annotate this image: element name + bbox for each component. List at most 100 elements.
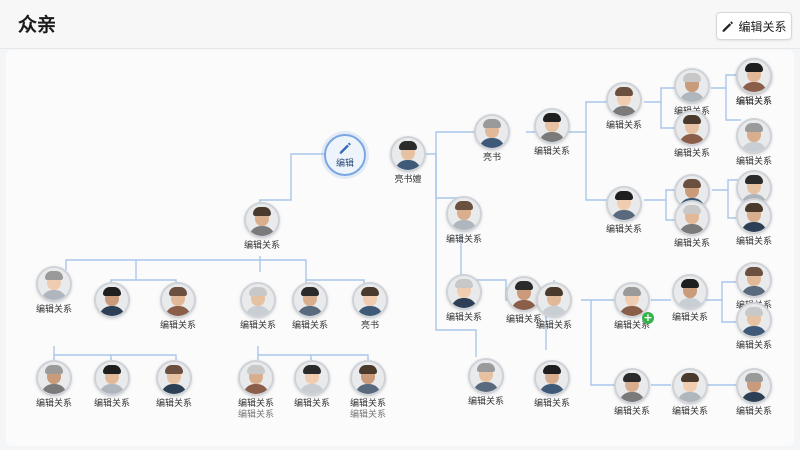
avatar-body: [395, 160, 421, 170]
person-node[interactable]: [294, 360, 330, 396]
person-name-label: 编辑关系: [671, 313, 708, 323]
person-node[interactable]: [352, 282, 388, 318]
person-node[interactable]: [238, 360, 274, 396]
avatar-hair: [165, 365, 183, 374]
avatar-hair: [247, 365, 265, 374]
person-node[interactable]: [350, 360, 386, 396]
person-node[interactable]: [292, 282, 328, 318]
person-node[interactable]: [674, 200, 710, 236]
avatar-body: [357, 306, 383, 316]
person-node[interactable]: [736, 198, 772, 234]
family-tree-canvas[interactable]: 编辑 亮书嬗编辑关系编辑关系编辑关系编辑关系编辑关系亮书编辑关系编辑关系编辑关系…: [6, 50, 794, 446]
avatar-body: [679, 92, 705, 102]
avatar-hair: [681, 279, 699, 288]
avatar-body: [611, 210, 637, 220]
avatar-body: [297, 306, 323, 316]
person-node[interactable]: [94, 282, 130, 318]
person-name-label: 编辑关系: [735, 407, 772, 417]
person-node[interactable]: [606, 82, 642, 118]
person-name-label: 编辑关系: [349, 399, 386, 409]
edit-relations-label: 编辑关系: [738, 19, 787, 34]
person-name-label: 编辑关系: [293, 399, 330, 409]
person-node[interactable]: [672, 368, 708, 404]
person-name-label: 编辑关系: [605, 225, 642, 235]
avatar-hair: [543, 365, 561, 374]
edit-relations-button[interactable]: 编辑关系: [716, 12, 792, 40]
person-name-label: 编辑关系: [735, 341, 772, 351]
person-node[interactable]: [36, 266, 72, 302]
person-node[interactable]: [534, 360, 570, 396]
person-node[interactable]: [736, 368, 772, 404]
person-node[interactable]: [244, 202, 280, 238]
top-bar: 众亲 编辑关系: [0, 0, 800, 49]
avatar-hair: [45, 365, 63, 374]
avatar-hair: [45, 271, 63, 280]
person-name-label: 编辑关系: [237, 399, 274, 409]
person-node[interactable]: [240, 282, 276, 318]
person-name-label: 编辑关系: [445, 313, 482, 323]
person-name-label: 编辑关系: [613, 407, 650, 417]
avatar-body: [679, 134, 705, 144]
avatar-body: [679, 224, 705, 234]
person-name-label: 编辑关系: [93, 399, 130, 409]
avatar-body: [479, 138, 505, 148]
avatar-body: [611, 106, 637, 116]
person-node[interactable]: [94, 360, 130, 396]
person-name-label: 编辑关系: [735, 237, 772, 247]
person-node[interactable]: [536, 282, 572, 318]
person-name-label: 编辑关系: [533, 399, 570, 409]
person-name-label: 编辑关系: [735, 157, 772, 167]
person-node[interactable]: [674, 68, 710, 104]
person-node[interactable]: [736, 118, 772, 154]
avatar-body: [355, 384, 381, 394]
person-node[interactable]: [674, 110, 710, 146]
person-node[interactable]: [534, 108, 570, 144]
avatar-hair: [745, 203, 763, 212]
avatar-hair: [683, 115, 701, 124]
person-node[interactable]: [156, 360, 192, 396]
person-node[interactable]: [468, 358, 504, 394]
avatar-hair: [301, 287, 319, 296]
connector-lines: [53, 74, 741, 386]
avatar-body: [511, 300, 537, 310]
person-node[interactable]: [736, 262, 772, 298]
person-name-label: 编辑关系: [671, 407, 708, 417]
person-node[interactable]: [614, 368, 650, 404]
center-edit-label: 编辑: [335, 159, 354, 169]
person-node[interactable]: [736, 58, 772, 94]
person-node[interactable]: [446, 274, 482, 310]
avatar-hair: [683, 179, 701, 188]
add-person-icon[interactable]: +: [642, 311, 654, 324]
person-name-label: 编辑关系: [505, 315, 542, 325]
person-node[interactable]: [506, 276, 542, 312]
person-name-label: 编辑关系: [35, 305, 72, 315]
person-node[interactable]: [390, 136, 426, 172]
avatar-body: [741, 82, 767, 92]
person-relation-label: 编辑关系: [349, 410, 386, 420]
person-node[interactable]: [36, 360, 72, 396]
person-node[interactable]: [474, 114, 510, 150]
person-name-label: 编辑关系: [243, 241, 280, 251]
avatar-body: [299, 384, 325, 394]
avatar-body: [741, 392, 767, 402]
avatar-hair: [477, 363, 495, 372]
avatar-body: [451, 220, 477, 230]
avatar-body: [539, 132, 565, 142]
person-name-label: 编辑关系: [159, 321, 196, 331]
avatar-body: [677, 298, 703, 308]
person-name-label: 编辑关系: [155, 399, 192, 409]
person-node[interactable]: [672, 274, 708, 310]
person-name-label: 编辑关系: [239, 321, 276, 331]
avatar-hair: [103, 287, 121, 296]
person-node[interactable]: [736, 302, 772, 338]
person-node[interactable]: [606, 186, 642, 222]
person-node[interactable]: [446, 196, 482, 232]
avatar-body: [741, 222, 767, 232]
avatar-body: [41, 384, 67, 394]
person-name-label: 编辑关系: [467, 397, 504, 407]
avatar-body: [161, 384, 187, 394]
person-name-label: 编辑关系: [673, 149, 710, 159]
avatar-body: [619, 306, 645, 316]
center-edit-node[interactable]: 编辑: [324, 134, 366, 176]
person-node[interactable]: [160, 282, 196, 318]
